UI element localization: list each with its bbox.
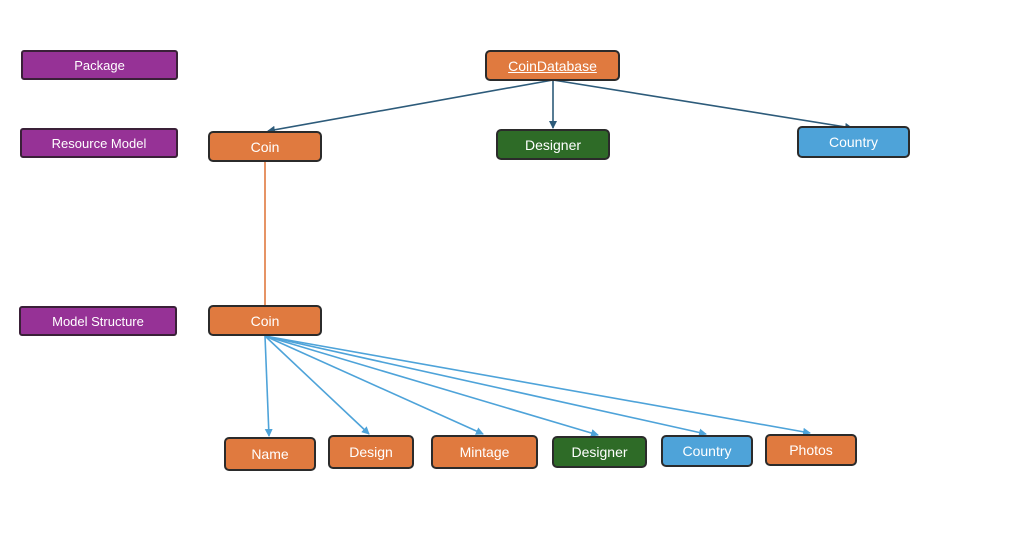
resource-node-designer-label: Designer (524, 136, 582, 153)
package-node-coindatabase[interactable]: CoinDatabase (485, 50, 620, 81)
resource-node-coin[interactable]: Coin (208, 131, 322, 162)
field-node-design[interactable]: Design (328, 435, 414, 469)
edge-coin-photos (264, 335, 811, 436)
field-node-country[interactable]: Country (661, 435, 753, 467)
resource-node-coin-label: Coin (250, 138, 280, 155)
edge-coin-design (264, 335, 370, 435)
level-label-model-structure: Model Structure (19, 306, 177, 336)
resource-node-designer[interactable]: Designer (496, 129, 610, 160)
model-node-coin-label: Coin (250, 312, 280, 329)
resource-node-country-label: Country (828, 134, 879, 150)
field-node-mintage-label: Mintage (459, 444, 510, 460)
edge-coin-mintage (264, 335, 484, 435)
edge-coin-designer (264, 335, 599, 437)
level-label-package-text: Package (74, 57, 125, 73)
edge-coin-name (264, 335, 273, 437)
field-node-designer[interactable]: Designer (552, 436, 647, 468)
field-node-name[interactable]: Name (224, 437, 316, 471)
field-node-mintage[interactable]: Mintage (431, 435, 538, 469)
level-label-resource-model: Resource Model (20, 128, 178, 158)
edge-package-country (552, 79, 853, 131)
field-node-photos-label: Photos (789, 442, 833, 458)
level-label-resource-model-text: Resource Model (51, 135, 147, 151)
package-node-label: CoinDatabase (508, 57, 597, 74)
model-node-coin[interactable]: Coin (208, 305, 322, 336)
field-node-design-label: Design (349, 444, 393, 460)
field-node-country-label: Country (682, 443, 732, 459)
edge-package-coin (267, 79, 554, 134)
edge-coin-country (264, 335, 707, 437)
level-label-model-structure-text: Model Structure (52, 313, 144, 329)
field-node-photos[interactable]: Photos (765, 434, 857, 466)
level-label-package: Package (21, 50, 178, 80)
field-node-name-label: Name (251, 446, 289, 462)
resource-node-country[interactable]: Country (797, 126, 910, 158)
field-node-designer-label: Designer (571, 444, 628, 460)
